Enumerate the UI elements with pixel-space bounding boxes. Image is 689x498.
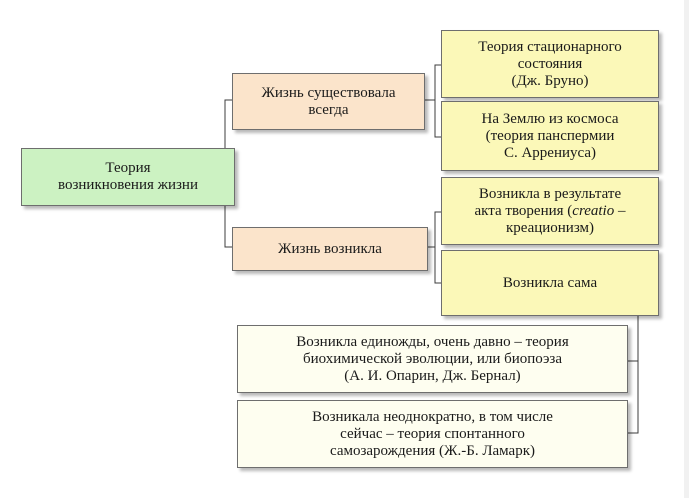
- connector-arose-to-arose-itself: [428, 246, 441, 284]
- branch-existed-always: Жизнь существовала всегда: [232, 73, 425, 130]
- leaf-creation-line-2-prefix: акта творения (: [474, 202, 573, 219]
- branch-existed-always-line-1: Жизнь существовала: [261, 84, 396, 101]
- subleaf-spontaneous-line-1: Возникала неоднократно, в том числе: [312, 408, 553, 425]
- connector-exist-always-to-stationary: [425, 64, 441, 101]
- subleaf-spontaneous-line-2: сейчас – теория спонтанного: [340, 425, 525, 442]
- leaf-panspermia-line-1: На Землю из космоса: [481, 110, 619, 127]
- subleaf-spontaneous-generation: Возникала неоднократно, в том числе сейч…: [237, 400, 628, 468]
- leaf-panspermia-line-2: (теория панспермии: [485, 127, 615, 144]
- leaf-panspermia-line-3: С. Аррениуса): [503, 144, 597, 161]
- branch-existed-always-line-2: всегда: [308, 101, 349, 118]
- leaf-creation-creatio: creatio: [572, 202, 615, 219]
- leaf-arose-itself: Возникла сама: [441, 250, 659, 316]
- right-edge-strip: [684, 0, 689, 498]
- leaf-stationary-line-2: состояния: [517, 55, 583, 72]
- leaf-arose-itself-line-1: Возникла сама: [502, 274, 598, 291]
- leaf-stationary-line-1: Теория стационарного: [478, 38, 622, 55]
- subleaf-biopoiesis-line-2: биохимической эволюции, или биопоэза: [302, 350, 563, 367]
- subleaf-biopoiesis-line-1: Возникла единожды, очень давно – теория: [296, 333, 569, 350]
- branch-life-arose-line-1: Жизнь возникла: [278, 240, 382, 257]
- subleaf-biopoiesis: Возникла единожды, очень давно – теория …: [237, 325, 628, 393]
- leaf-creation-line-3: креационизм): [505, 219, 595, 236]
- leaf-panspermia: На Землю из космоса (теория панспермии С…: [441, 101, 659, 171]
- subleaf-biopoiesis-line-3: (А. И. Опарин, Дж. Бернал): [344, 367, 521, 384]
- leaf-stationary-line-3: (Дж. Бруно): [511, 72, 589, 89]
- connector-arose-itself-to-spontaneous: [628, 361, 639, 434]
- subleaf-spontaneous-line-3: самозарождения (Ж.-Б. Ламарк): [329, 442, 535, 459]
- leaf-stationary-theory: Теория стационарного состояния (Дж. Брун…: [441, 30, 659, 98]
- connector-arose-itself-to-biopoiesis: [628, 314, 639, 362]
- branch-life-arose: Жизнь возникла: [232, 227, 428, 271]
- connector-arose-to-creation: [428, 211, 441, 248]
- leaf-creation: Возникла в результате акта творения (cre…: [441, 177, 659, 245]
- leaf-creation-line-1: Возникла в результате: [478, 185, 622, 202]
- root-line-2: возникновения жизни: [57, 177, 198, 193]
- leaf-creation-line-2: акта творения (creatio –: [475, 203, 626, 220]
- leaf-creation-line-2-suffix: –: [614, 202, 626, 219]
- root-node: Теория возникновения жизни: [21, 148, 235, 206]
- connector-exist-always-to-panspermia: [425, 99, 441, 138]
- root-line-1: Теория: [105, 160, 151, 176]
